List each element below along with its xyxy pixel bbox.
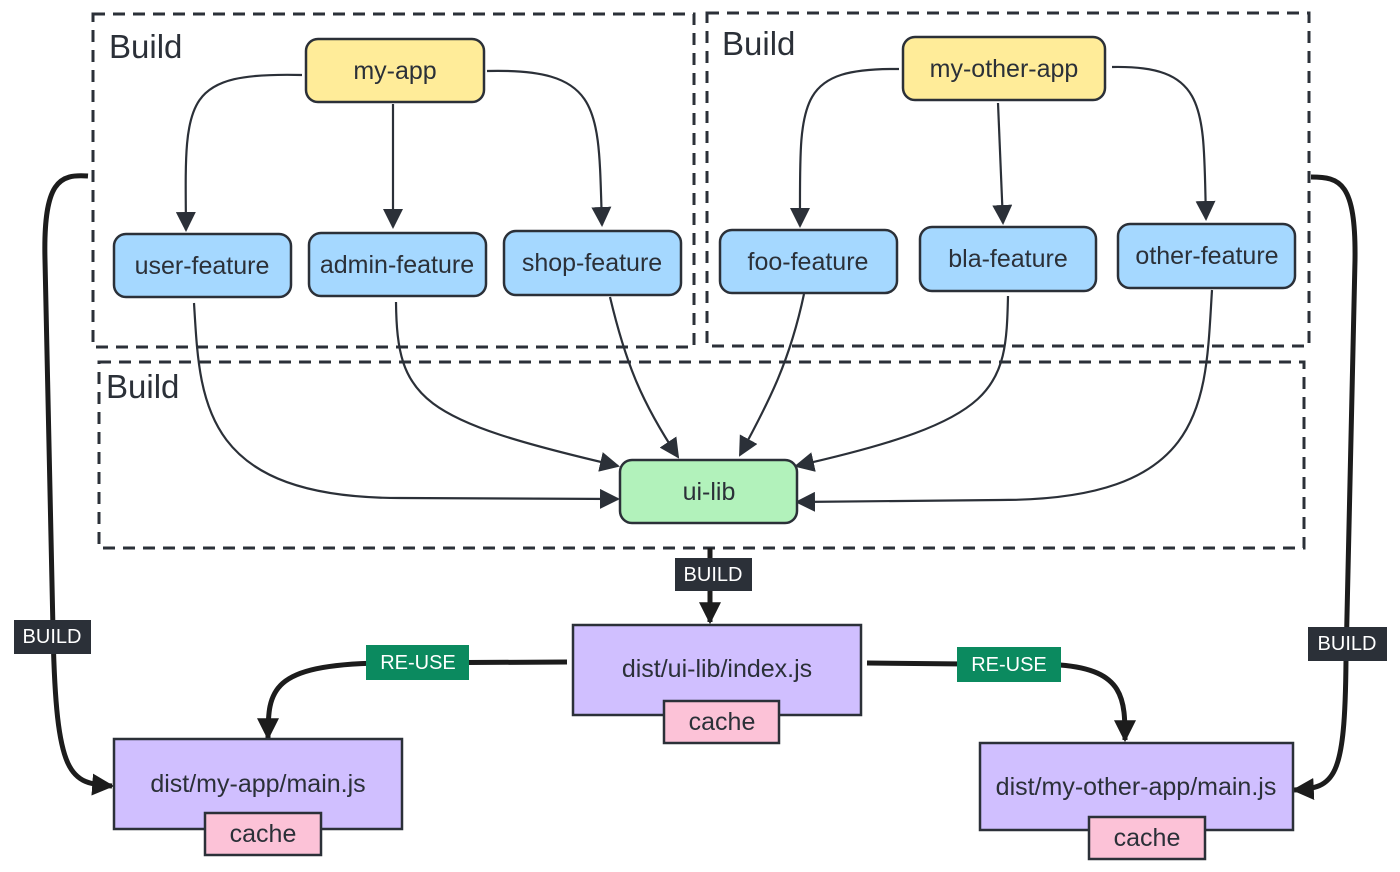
node-box	[901, 35, 1107, 102]
group-label: Build	[722, 25, 795, 62]
edge-label-text: RE-USE	[380, 652, 456, 674]
edges-app-to-features	[175, 65, 1216, 232]
node-other-feature[interactable]: other-feature	[1116, 222, 1297, 290]
node-box	[502, 229, 683, 297]
node-label: my-other-app	[930, 55, 1079, 83]
cache-badge: cache	[203, 811, 323, 857]
cache-label: cache	[230, 820, 297, 848]
node-foo-feature[interactable]: foo-feature	[718, 228, 899, 295]
edge-other-feature-ui-lib	[795, 289, 1214, 512]
edge-user-feature-ui-lib	[192, 302, 620, 509]
cache-label: cache	[1114, 824, 1181, 852]
edge-label-reuse-my-other-app: RE-USE	[957, 647, 1061, 682]
edge-admin-feature-ui-lib	[394, 301, 620, 472]
edge-foo-feature-ui-lib	[739, 293, 806, 457]
edge-my-other-app-foo-feature	[789, 67, 900, 228]
node-box	[718, 228, 899, 295]
group-build-my-other-app: Build	[705, 11, 1311, 348]
edge-build-my-app-dist	[42, 173, 115, 796]
node-label: other-feature	[1135, 242, 1278, 270]
node-dist-my-app[interactable]: dist/my-app/main.js cache	[112, 737, 404, 857]
node-user-feature[interactable]: user-feature	[112, 232, 293, 299]
group-label: Build	[109, 28, 182, 65]
edge-label-background	[957, 647, 1061, 682]
edge-label-build-ui-lib: BUILD	[675, 558, 752, 591]
cache-badge: cache	[662, 699, 781, 745]
edge-label-background	[366, 645, 469, 680]
edge-label-background	[14, 620, 91, 654]
node-box	[978, 741, 1295, 832]
node-label: admin-feature	[320, 251, 474, 279]
group-box-border	[97, 360, 1306, 550]
edge-my-other-app-other-feature	[1111, 65, 1216, 221]
node-box	[1116, 222, 1297, 290]
edge-shop-feature-ui-lib	[608, 296, 680, 459]
node-ui-lib[interactable]: ui-lib	[618, 458, 799, 525]
node-dist-my-other-app[interactable]: dist/my-other-app/main.js cache	[978, 741, 1295, 861]
node-label: user-feature	[135, 252, 270, 280]
edge-label-text: RE-USE	[971, 654, 1047, 676]
edge-label-reuse-my-app: RE-USE	[366, 645, 469, 680]
edge-label-text: BUILD	[684, 564, 743, 586]
group-label: Build	[106, 368, 179, 405]
node-label: my-app	[353, 57, 436, 85]
node-shop-feature[interactable]: shop-feature	[502, 229, 683, 297]
node-label: foo-feature	[748, 248, 869, 276]
node-label: ui-lib	[683, 478, 736, 506]
node-my-other-app[interactable]: my-other-app	[901, 35, 1107, 102]
group-build-ui-lib: Build	[97, 360, 1306, 550]
cache-box	[1087, 815, 1207, 861]
cache-box	[203, 811, 323, 857]
node-admin-feature[interactable]: admin-feature	[307, 231, 488, 298]
node-box	[918, 225, 1098, 293]
edge-label-text: BUILD	[23, 626, 82, 648]
cache-badge: cache	[1087, 815, 1207, 861]
node-box	[112, 232, 293, 299]
node-box	[618, 458, 799, 525]
cache-box	[662, 699, 781, 745]
node-label: dist/my-other-app/main.js	[996, 773, 1277, 801]
edge-reuse-my-other-app	[866, 660, 1136, 743]
edge-my-other-app-bla-feature	[992, 102, 1013, 225]
edge-my-app-user-feature	[175, 73, 303, 232]
group-build-my-app: Build	[91, 12, 696, 349]
node-box	[304, 37, 486, 104]
group-box-border	[91, 12, 696, 349]
edges-features-to-ui-lib	[192, 289, 1214, 512]
group-box-border	[705, 11, 1311, 348]
edge-label-text: BUILD	[1318, 633, 1377, 655]
edge-label-build-my-app: BUILD	[14, 620, 91, 654]
node-label: shop-feature	[522, 249, 662, 277]
edge-label-background	[675, 558, 752, 591]
edge-reuse-my-app	[257, 659, 568, 741]
node-my-app[interactable]: my-app	[304, 37, 486, 104]
edge-my-app-shop-feature	[486, 69, 612, 227]
node-bla-feature[interactable]: bla-feature	[918, 225, 1098, 293]
edge-label-build-my-other-app: BUILD	[1308, 627, 1387, 661]
node-box	[307, 231, 488, 298]
node-label: bla-feature	[948, 245, 1068, 273]
cache-label: cache	[689, 708, 756, 736]
node-label: dist/ui-lib/index.js	[622, 655, 812, 683]
node-dist-ui-lib[interactable]: dist/ui-lib/index.js cache	[571, 623, 863, 745]
edge-bla-feature-ui-lib	[794, 295, 1010, 472]
node-label: dist/my-app/main.js	[150, 770, 365, 798]
edge-label-background	[1308, 627, 1387, 661]
